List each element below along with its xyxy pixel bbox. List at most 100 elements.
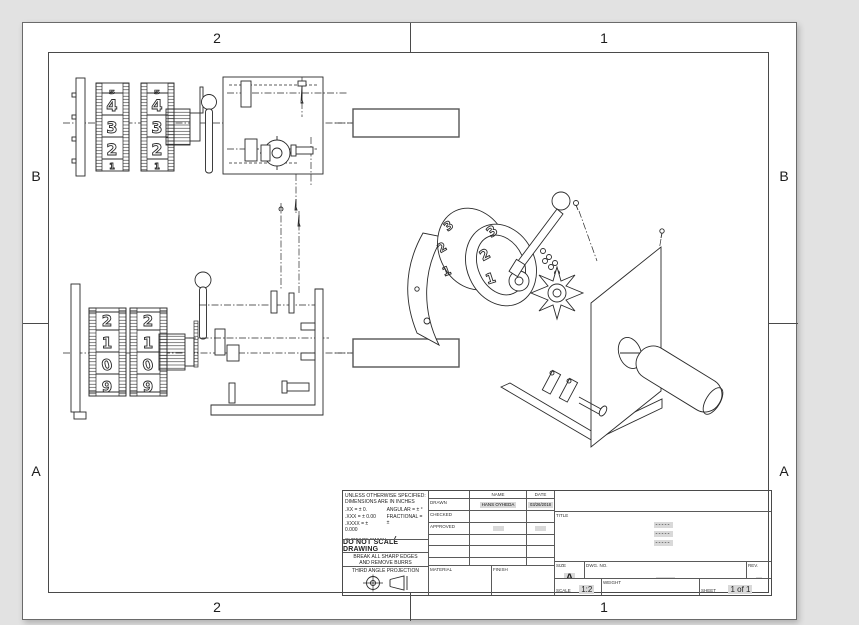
- drawn-date-cell: 03/26/2018: [527, 499, 555, 511]
- iso-lever: [508, 191, 571, 278]
- vertical-plate: [590, 246, 662, 448]
- spec-line-1: UNLESS OTHERWISE SPECIFIED:: [345, 493, 426, 499]
- zone-divider-top: [410, 23, 411, 52]
- spec-line-2: DIMENSIONS ARE IN INCHES: [345, 499, 415, 505]
- svg-text:3: 3: [151, 118, 162, 137]
- splined-hub: [165, 108, 191, 146]
- checked-date-cell: [527, 511, 555, 523]
- title-redacted-line: -----: [653, 522, 673, 528]
- callout-box-1: [335, 108, 460, 138]
- zone-label-bottom-2: 2: [213, 599, 221, 615]
- svg-text:1: 1: [102, 334, 112, 352]
- title-cell: TITLE ----- ----- -----: [555, 512, 771, 562]
- svg-text:0: 0: [100, 355, 114, 375]
- svg-text:9: 9: [143, 378, 153, 396]
- tol-xxx: .XXX = ± 0.00: [345, 514, 376, 520]
- tol-angular: ANGULAR = ± °: [386, 507, 423, 513]
- svg-text:2: 2: [106, 140, 117, 159]
- svg-text:1: 1: [154, 162, 160, 171]
- isometric-view: 3 2 1 3 2 1: [407, 191, 724, 448]
- dwg-no-cell: DWG. NO. -----: [585, 562, 747, 579]
- bracket-plate: [75, 77, 86, 177]
- svg-text:3: 3: [106, 118, 117, 137]
- do-not-scale-label: DO NOT SCALE DRAWING: [343, 540, 399, 553]
- zone-divider-left: [23, 323, 48, 324]
- curved-bracket: [407, 232, 448, 347]
- svg-text:5: 5: [154, 89, 160, 96]
- sheet-label: SHEET: [701, 588, 717, 593]
- chain-links: [540, 248, 560, 276]
- size-value: A: [563, 573, 576, 578]
- rev-cell: REV. -: [747, 562, 771, 579]
- dwg-no-label: DWG. NO.: [586, 563, 608, 568]
- digit-wheel: 2 1 0 9: [88, 307, 127, 397]
- callout-box-2: [335, 338, 460, 368]
- zone-label-right-A: A: [779, 463, 789, 479]
- do-not-scale-cell: DO NOT SCALE DRAWING: [343, 540, 429, 553]
- tol-fractional: FRACTIONAL = ±: [386, 514, 423, 526]
- star-sprocket: [529, 265, 585, 321]
- scale-value: 1:2: [579, 585, 595, 594]
- zone-label-top-1: 1: [600, 30, 608, 46]
- zone-divider-right: [769, 323, 798, 324]
- svg-text:2: 2: [151, 140, 162, 159]
- tol-xx: .XX = ± 0.: [345, 507, 368, 513]
- spline-strip: [193, 320, 199, 368]
- checked-name-cell: [470, 511, 527, 523]
- zone-divider-bottom: [410, 593, 411, 621]
- drawing-sheet: 2 1 2 1 B A B A 5 4: [22, 22, 798, 621]
- lever: [201, 94, 217, 174]
- title-redacted-line: -----: [653, 531, 673, 537]
- sheet-cell: SHEET 1 of 1: [700, 579, 771, 595]
- size-label: SIZE: [556, 563, 567, 568]
- svg-text:4: 4: [106, 96, 117, 115]
- material-cell: MATERIAL: [429, 566, 492, 595]
- scale-cell: SCALE 1:2: [555, 579, 602, 595]
- finish-cell: FINISH: [492, 566, 555, 595]
- bracket-plate: [70, 283, 81, 413]
- title-label: TITLE: [556, 513, 569, 518]
- approved-row-label: APPROVED: [429, 523, 470, 535]
- frame-angle: [210, 203, 324, 416]
- zone-label-bottom-1: 1: [600, 599, 608, 615]
- sheet-value: 1 of 1: [728, 585, 753, 594]
- zone-label-right-B: B: [779, 168, 789, 184]
- deburr-note: BREAK ALL SHARP EDGES AND REMOVE BURRS: [353, 553, 418, 566]
- drawn-row-label: DRAWN: [429, 499, 470, 511]
- splined-hub: [158, 333, 186, 371]
- frame-body: [222, 76, 347, 213]
- rev-label: REV.: [748, 563, 759, 568]
- zone-label-left-A: A: [31, 463, 41, 479]
- third-angle-label: THIRD ANGLE PROJECTION: [352, 568, 419, 574]
- exploded-view-upper: 5 4 3 2 1 5 4 3 2 1: [63, 76, 460, 213]
- date-header: DATE: [527, 491, 555, 499]
- weight-label: WEIGHT: [603, 580, 621, 585]
- third-angle-projection-icon: [362, 574, 407, 592]
- zone-label-top-2: 2: [213, 30, 221, 46]
- scale-label: SCALE: [556, 588, 571, 593]
- name-header: NAME: [470, 491, 527, 499]
- deburr-cell: BREAK ALL SHARP EDGES AND REMOVE BURRS: [343, 553, 429, 567]
- svg-text:9: 9: [102, 378, 112, 396]
- size-cell: SIZE A: [555, 562, 585, 579]
- weight-cell: WEIGHT: [602, 579, 700, 595]
- svg-text:5: 5: [109, 89, 115, 96]
- surface-finish-label: SURFACE FINISH: [345, 538, 386, 540]
- tol-xxxx: .XXXX = ± 0.000: [345, 521, 369, 533]
- rev-value: -: [756, 577, 762, 578]
- title-redacted-line: -----: [653, 540, 673, 546]
- surface-finish-icon: [394, 536, 397, 539]
- svg-text:4: 4: [151, 96, 162, 115]
- svg-text:1: 1: [109, 162, 115, 171]
- blank-cell: [555, 491, 771, 512]
- handle-cylinder: [635, 345, 724, 415]
- projection-cell: THIRD ANGLE PROJECTION: [343, 567, 429, 595]
- svg-text:2: 2: [102, 312, 112, 330]
- title-block: UNLESS OTHERWISE SPECIFIED: DIMENSIONS A…: [342, 490, 772, 596]
- digit-wheel: 5 4 3 2 1: [95, 82, 130, 172]
- lever: [194, 271, 212, 340]
- approved-name-cell: [470, 523, 527, 535]
- checked-row-label: CHECKED: [429, 511, 470, 523]
- clevis-parts: [541, 369, 608, 417]
- svg-text:1: 1: [143, 334, 153, 352]
